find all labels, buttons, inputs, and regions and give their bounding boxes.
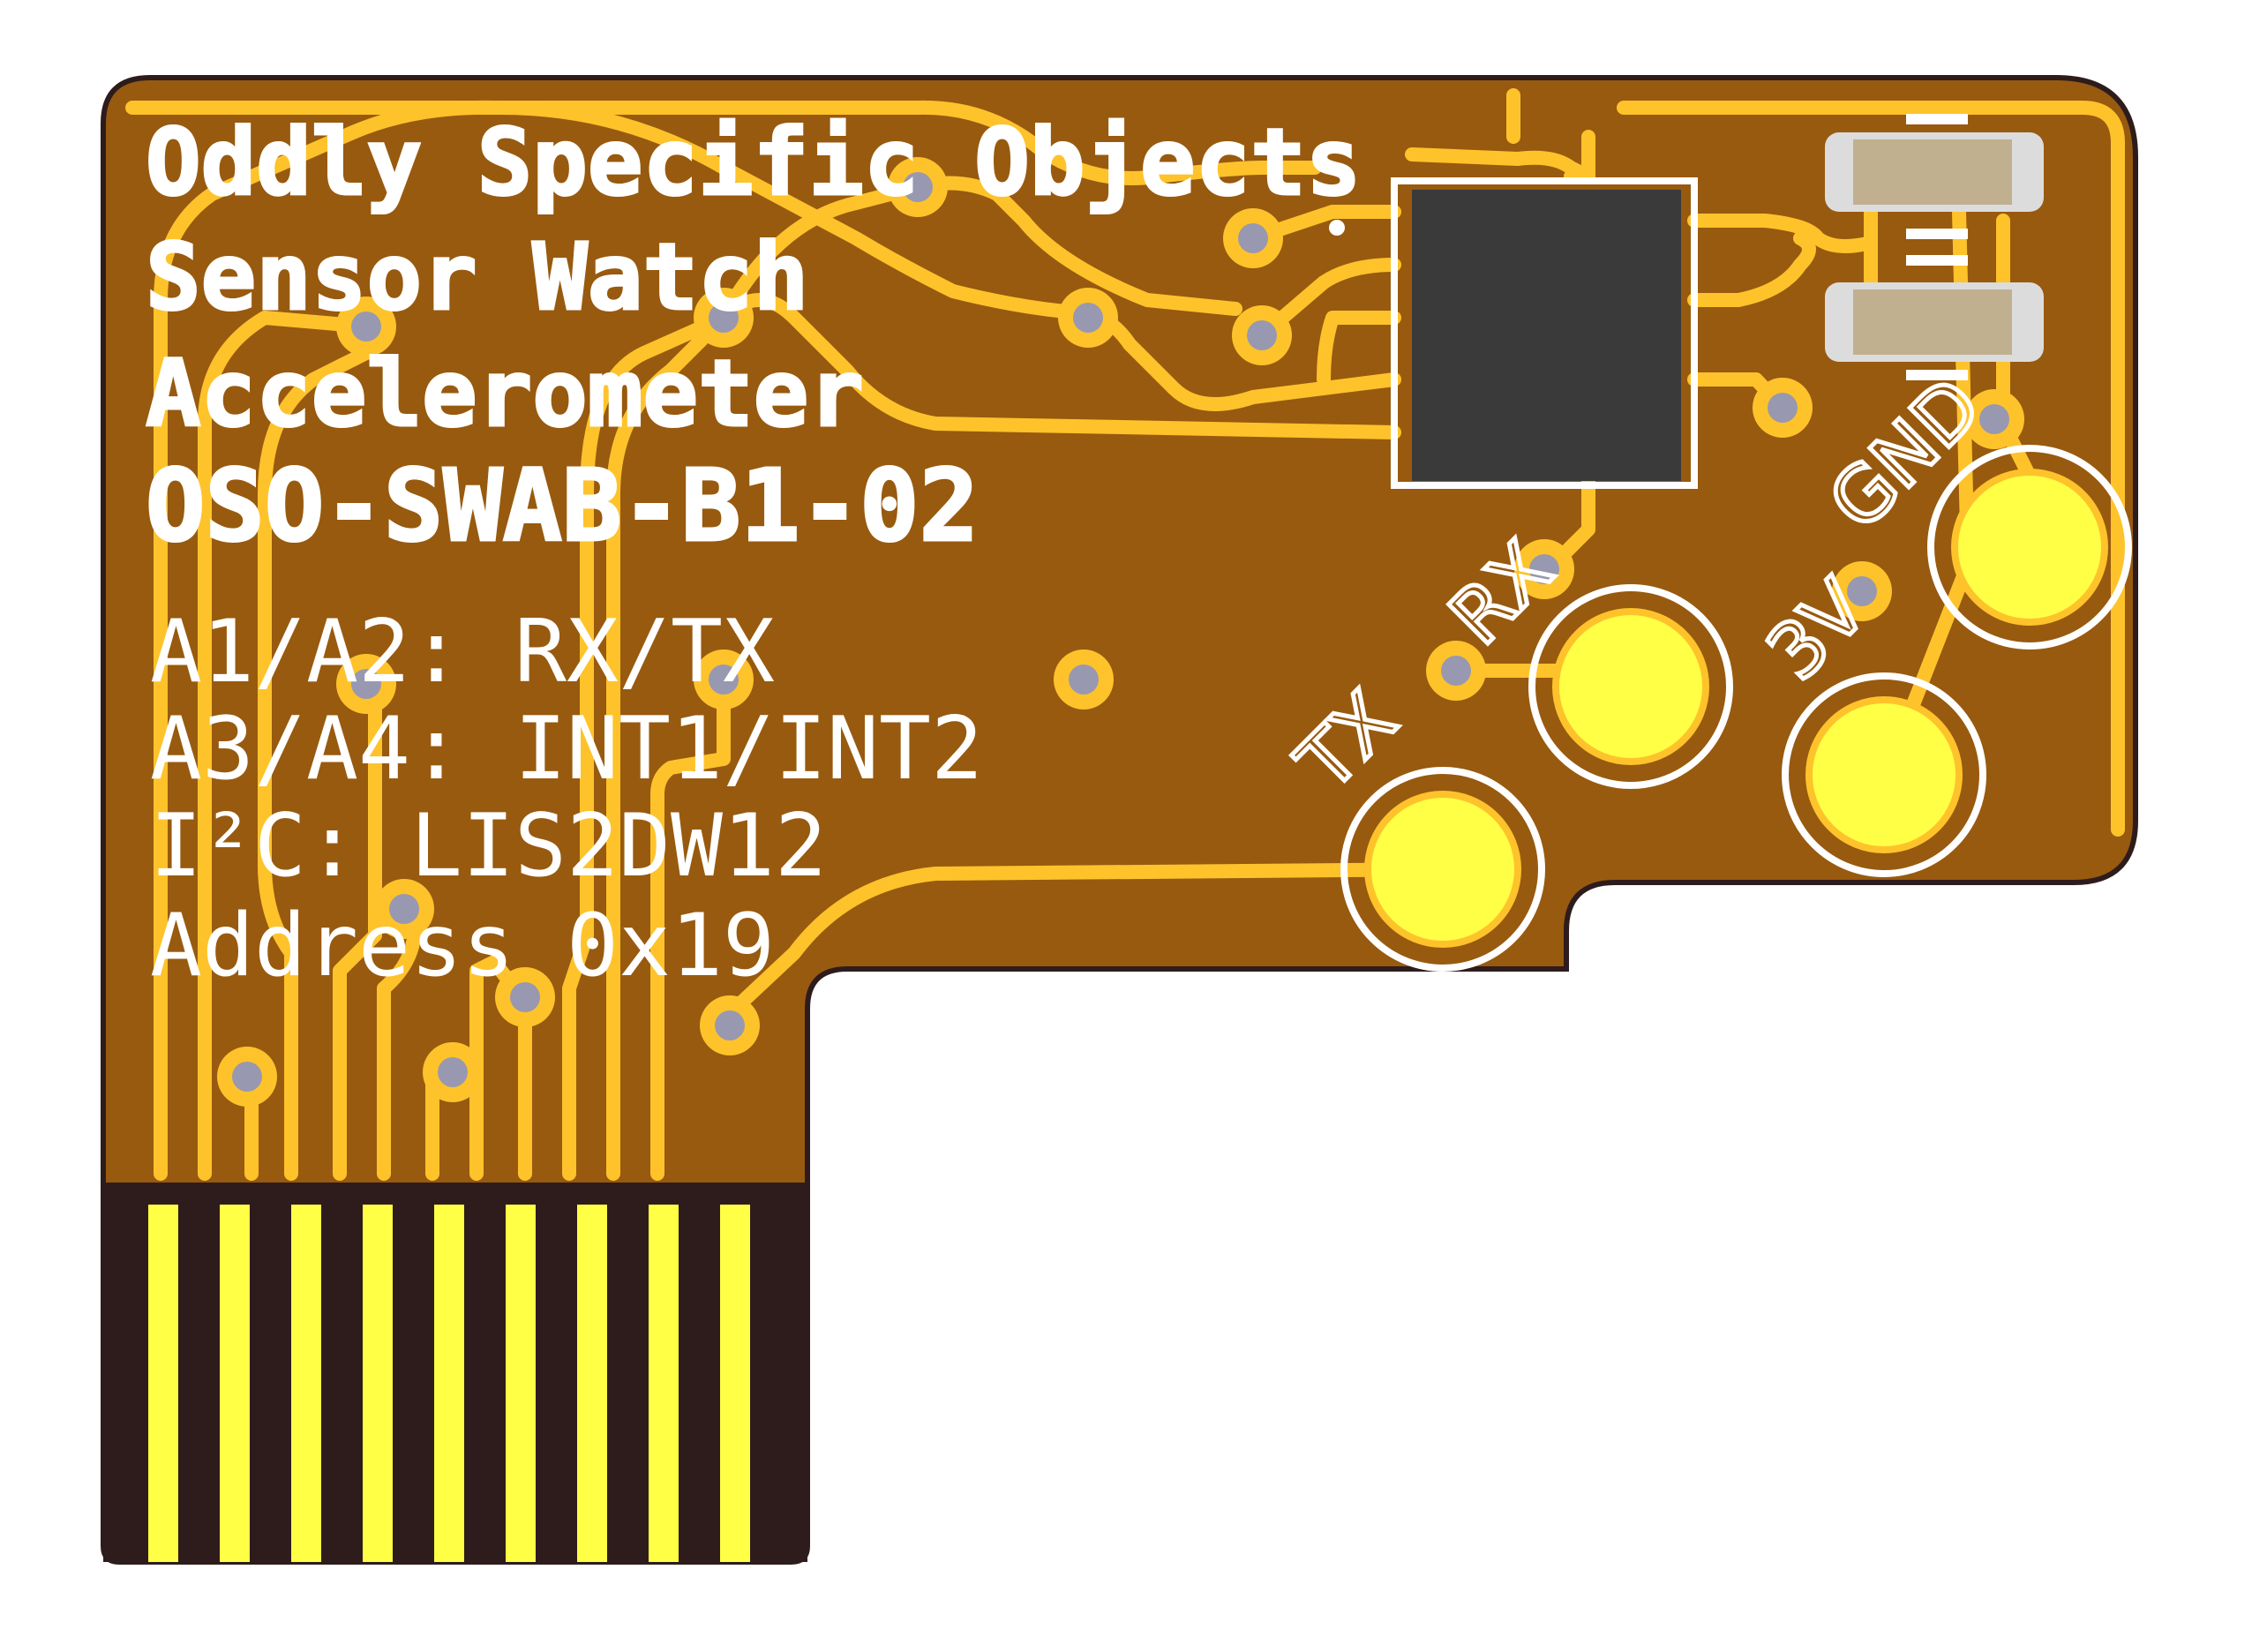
via [888, 157, 948, 217]
via [336, 654, 396, 714]
via [700, 995, 760, 1055]
info-line-2: A3/A4: INT1/INT2 [150, 699, 983, 800]
pad-rx [1528, 584, 1733, 789]
pad-3v [1782, 672, 1986, 877]
title-line-1: Oddly Specific Objects [146, 109, 1362, 216]
capacitors [1825, 114, 2044, 380]
connector-finger [506, 1205, 536, 1562]
connector-finger [577, 1205, 607, 1562]
connector-finger [148, 1205, 178, 1562]
pad-tx [1340, 767, 1545, 972]
info-silkscreen: A1/A2: RX/TX A3/A4: INT1/INT2 I²C: LIS2D… [150, 602, 983, 996]
via [1426, 641, 1486, 701]
via [217, 1047, 277, 1107]
via [1514, 539, 1574, 599]
via [1058, 288, 1118, 348]
via [423, 1042, 483, 1102]
pad-gnd [1927, 445, 2132, 650]
via [1223, 208, 1283, 268]
connector-finger [220, 1205, 250, 1562]
capacitor [1825, 282, 2044, 362]
title-line-4: OSO-SWAB-B1-02 [146, 449, 979, 564]
via [694, 288, 754, 348]
info-line-3: I²C: LIS2DW12 [150, 796, 827, 897]
via [1753, 378, 1813, 438]
connector-finger [291, 1205, 321, 1562]
edge-connector-fingers [148, 1205, 750, 1562]
connector-finger [720, 1205, 750, 1562]
connector-finger [363, 1205, 393, 1562]
title-line-3: Accelerometer [146, 340, 864, 447]
via [1232, 305, 1292, 365]
via [374, 879, 434, 939]
via [336, 297, 396, 357]
capacitor [1825, 132, 2044, 212]
via [1964, 389, 2024, 449]
via [1832, 561, 1892, 621]
title-silkscreen: Oddly Specific Objects Sensor Watch Acce… [145, 108, 1363, 566]
via [1054, 650, 1114, 710]
info-line-1: A1/A2: RX/TX [150, 602, 775, 702]
connector-finger [434, 1205, 464, 1562]
copper-traces [125, 88, 2125, 1181]
vias [217, 157, 2024, 1107]
title-line-2: Sensor Watch [146, 223, 808, 331]
accelerometer-ic [1329, 177, 1698, 489]
via [694, 650, 754, 710]
info-line-4: Address 0x19 [150, 896, 775, 996]
through-hole-pads [1340, 445, 2132, 972]
connector-finger [649, 1205, 679, 1562]
via [495, 967, 555, 1027]
